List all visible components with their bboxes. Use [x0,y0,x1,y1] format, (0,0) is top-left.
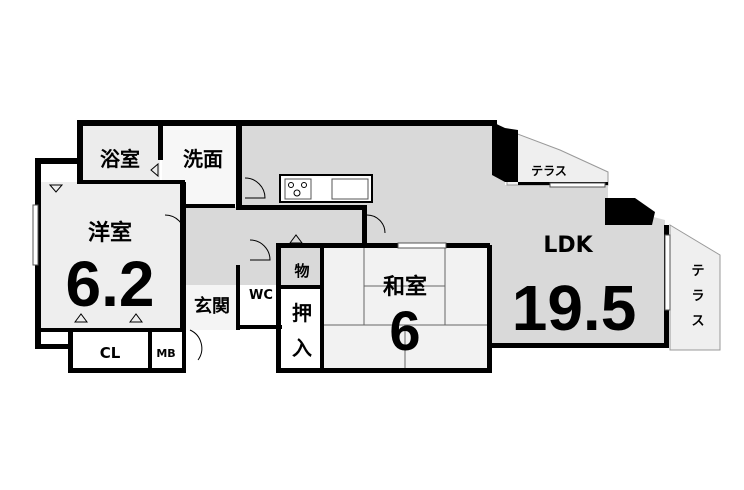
terrace-right-label-1: テ [691,264,704,279]
meter-box-label: MB [156,347,175,360]
windows [32,182,671,311]
storage-label: 物 [294,262,309,280]
japanese-room-size: 6 [389,299,420,362]
terrace-right-floor [669,224,721,351]
ldk-size: 19.5 [512,272,637,344]
japanese-room-label: 和室 [383,274,427,300]
washitsu-floor [322,247,490,369]
stove-icon [284,178,312,200]
terrace-upper-label: テラス [531,164,567,178]
western-room-size: 6.2 [66,248,155,320]
entrance-label: 玄関 [194,295,230,317]
closet-label: CL [100,344,121,362]
sink-icon [331,178,369,200]
toilet-label: WC [249,288,273,303]
bath-label: 浴室 [100,147,140,171]
bath-floor [80,125,160,182]
oshiire-label-1: 押 [292,301,312,325]
kitchen-counter [279,174,373,203]
washroom-label: 洗面 [183,147,223,171]
door-swings [48,162,386,361]
western-room-label: 洋室 [88,220,132,246]
genkan-floor [185,285,240,330]
ldk-label: LDK [543,233,593,258]
terrace-right-label-3: ス [691,314,704,329]
western-room-floor [38,182,185,332]
tatami-lines [322,247,490,369]
terrace-right-label-2: ラ [691,289,704,304]
oshiire-label-2: 入 [292,336,312,360]
